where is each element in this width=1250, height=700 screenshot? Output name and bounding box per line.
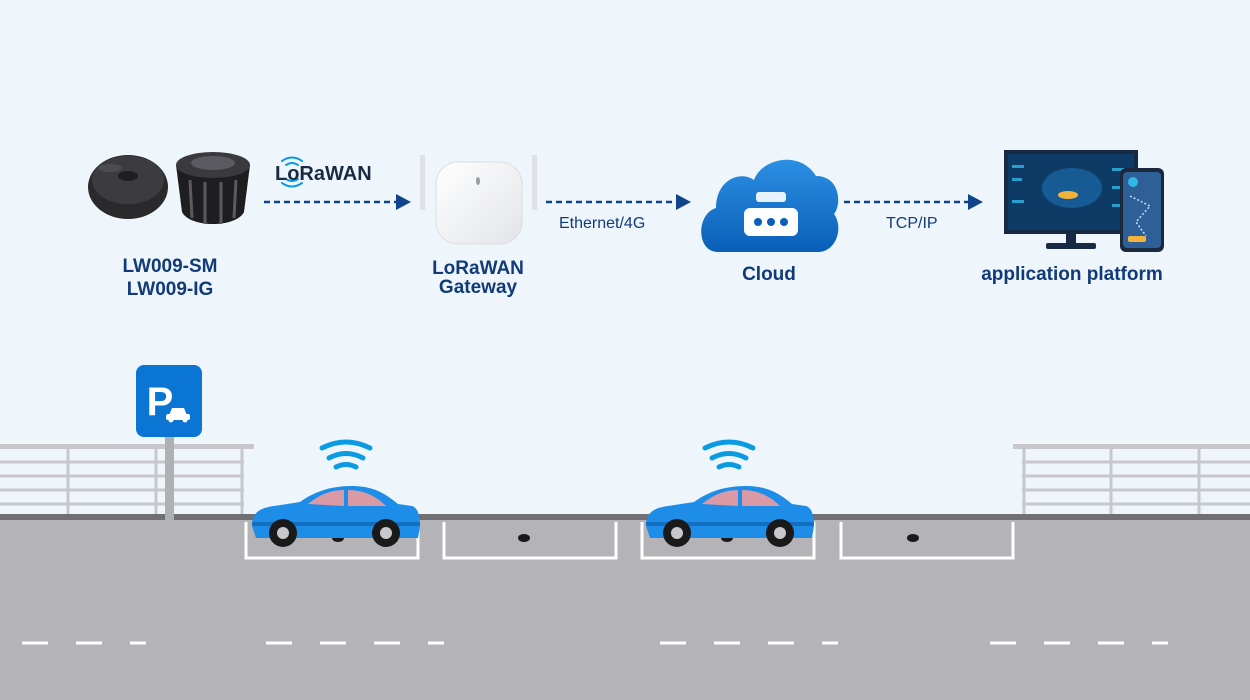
wifi-signal-icon [702,439,756,470]
parking-slots [244,522,1015,560]
arrowhead [968,194,983,210]
railing-right [1013,444,1250,514]
wifi-signal-icon [319,439,373,470]
lorawan-signal-icon [281,156,303,188]
parking-sign: P [136,365,202,520]
car-occupied-slot-1 [252,486,420,547]
cloud-icon [701,159,839,252]
railing-left [0,444,254,514]
sensor-sm-icon [88,155,168,219]
application-platform-icon [1004,150,1164,252]
gateway-icon [420,155,537,245]
cloud-label: Cloud [742,264,796,285]
arrowhead [676,194,691,210]
lorawan-logo: LoRaWAN [275,163,372,185]
sensors-label: LW009-SM LW009-IG [90,255,250,301]
car-occupied-slot-3 [646,486,814,547]
connection-label-ethernet-4g: Ethernet/4G [559,215,646,232]
sensor-model-sm: LW009-SM [122,256,218,277]
arrowhead [396,194,411,210]
sensor-ig-icon [176,152,250,224]
platform-label: application platform [981,264,1163,285]
gateway-label-line2: Gateway [438,277,518,298]
road [0,514,1250,700]
connection-label-tcp-ip: TCP/IP [886,215,938,232]
slot-sensor [907,534,919,542]
gateway-label: LoRaWAN Gateway [398,259,558,297]
gateway-label-line1: LoRaWAN [432,258,524,279]
sensor-model-ig: LW009-IG [126,279,214,300]
car-icon [166,408,190,423]
slot-sensor [518,534,530,542]
